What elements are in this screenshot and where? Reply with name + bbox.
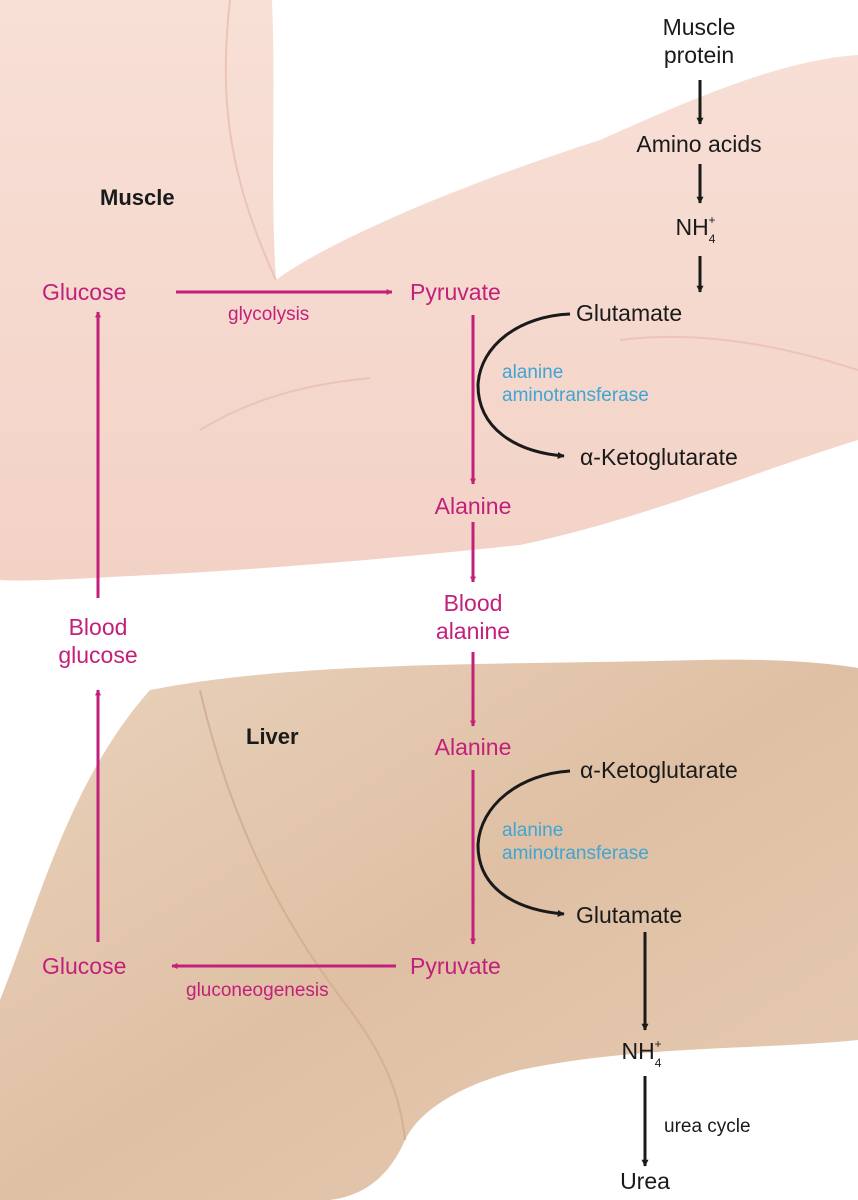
blood-glucose-label: Blood glucose (58, 614, 137, 669)
liver-region-label: Liver (246, 724, 299, 749)
blood-alanine-line-2: alanine (435, 617, 511, 644)
muscle-pyruvate-label: Pyruvate (410, 279, 501, 305)
blood-alanine-line-1: Blood (443, 590, 503, 616)
muscle-protein-line-1: Muscle (662, 14, 736, 40)
muscle-protein-label: Muscle protein (663, 14, 736, 69)
gluconeogenesis-label: gluconeogenesis (186, 980, 329, 1001)
muscle-alpha-ketoglutarate-label: α-Ketoglutarate (580, 444, 738, 470)
ammonium-base: NH (675, 214, 709, 240)
liver-shape (0, 659, 858, 1200)
liver-enzyme-label: alanine aminotransferase (502, 820, 649, 866)
liver-lobe-line (199, 689, 406, 1141)
ammonium-base: NH (621, 1038, 655, 1064)
blood-glucose-line-1: Blood (68, 614, 128, 640)
liver-alpha-ketoglutarate-label: α-Ketoglutarate (580, 757, 738, 783)
blood-glucose-line-2: glucose (58, 641, 138, 668)
muscle-protein-line-2: protein (663, 41, 735, 68)
liver-enzyme-line-2: aminotransferase (502, 842, 649, 864)
ammonium-sup: + (654, 1037, 662, 1052)
muscle-transamination-curve (476, 312, 571, 459)
amino-acids-label: Amino acids (636, 131, 762, 157)
muscle-enzyme-line-1: alanine (502, 362, 564, 383)
blood-alanine-label: Blood alanine (436, 590, 510, 645)
liver-ammonium-label: NH4 + (621, 1037, 669, 1069)
liver-enzyme-line-1: alanine (502, 820, 564, 841)
muscle-enzyme-label: alanine aminotransferase (502, 362, 649, 408)
muscle-arm-shape (0, 0, 858, 581)
liver-glucose-label: Glucose (42, 953, 127, 979)
muscle-fold-line (224, 0, 277, 281)
liver-alanine-label: Alanine (434, 734, 512, 760)
ammonium-sub: 4 (654, 1055, 662, 1070)
muscle-glucose-label: Glucose (42, 279, 127, 305)
urea-label: Urea (620, 1168, 670, 1194)
liver-glutamate-label: Glutamate (576, 902, 683, 928)
muscle-fold-line-3 (619, 335, 858, 371)
muscle-enzyme-line-2: aminotransferase (502, 384, 649, 406)
ammonium-sub: 4 (708, 231, 716, 246)
liver-transamination-curve (476, 769, 571, 917)
muscle-fold-line-2 (199, 377, 371, 431)
muscle-alanine-label: Alanine (434, 493, 512, 519)
muscle-region-label: Muscle (100, 185, 175, 210)
muscle-ammonium-label: NH4 + (675, 213, 723, 245)
urea-cycle-label: urea cycle (664, 1116, 751, 1137)
ammonium-sup: + (708, 213, 716, 228)
liver-pyruvate-label: Pyruvate (410, 953, 501, 979)
muscle-glutamate-label: Glutamate (576, 300, 683, 326)
glycolysis-label: glycolysis (228, 304, 310, 325)
